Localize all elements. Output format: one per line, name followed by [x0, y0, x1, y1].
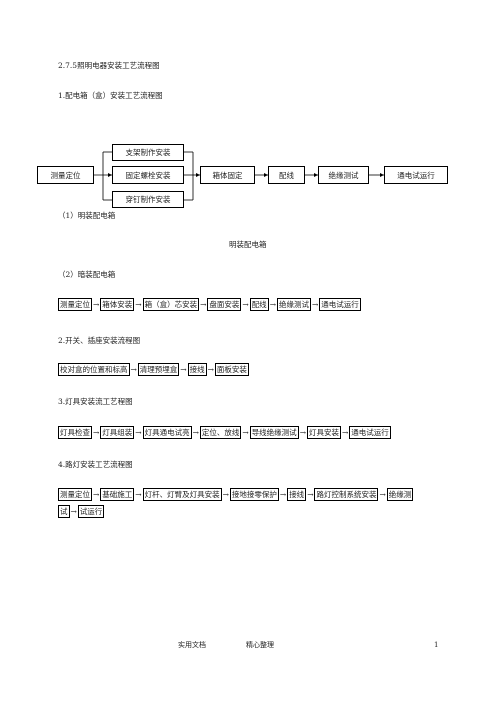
arrow-icon: → [279, 490, 287, 499]
flow-step: 导线绝缘测试 [249, 426, 299, 439]
diagram-node-box-fixing: 箱体固定 [200, 166, 255, 184]
flow-step: 灯具通电试亮 [142, 426, 192, 439]
arrow-icon: → [93, 428, 100, 437]
surface-box-label: （1）明装配电箱 [58, 211, 116, 220]
arrow-icon: → [180, 365, 187, 374]
arrow-icon: → [70, 507, 77, 516]
flow-step: 定位、放线 [199, 426, 242, 439]
diagram-node-insulation-test: 绝缘测试 [318, 166, 369, 184]
footer-left: 实用文档 [178, 641, 206, 649]
arrow-icon: → [93, 490, 100, 499]
flow-step: 配线 [249, 298, 269, 311]
arrow-icon: → [299, 428, 306, 437]
switch-socket-flow: 校对盒的位置和标高→清理预埋盒→接线→面板安装 [58, 363, 249, 376]
subsection-title-switch: 2.开关、插座安装流程图 [58, 336, 141, 345]
flow-step: 试运行 [77, 505, 105, 518]
arrow-icon: → [130, 365, 137, 374]
arrow-icon: → [192, 428, 199, 437]
diagram-node-wiring: 配线 [268, 166, 305, 184]
flow-step: 测量定位 [58, 298, 92, 311]
subsection-title-street-lamp: 4.路灯安装工艺流程图 [58, 460, 133, 469]
flow-step: 测量定位 [58, 488, 92, 501]
arrow-icon: → [242, 300, 249, 309]
arrow-icon: → [200, 300, 207, 309]
flow-step: 箱（盒）芯安装 [142, 298, 200, 311]
arrow-icon: → [341, 428, 349, 437]
flow-step: 绝缘测试 [276, 298, 311, 311]
arrow-icon: → [93, 300, 100, 309]
arrow-icon: → [135, 428, 142, 437]
surface-box-caption: 明装配电箱 [229, 240, 267, 249]
concealed-box-flow: 测量定位→箱体安装→箱（盒）芯安装→盘面安装→配线→绝缘测试→通电试运行 [58, 298, 361, 311]
flow-step: 路灯控制系统安装 [314, 488, 379, 501]
diagram-node-branch-3: 穿钉制作安装 [112, 191, 184, 208]
flow-step: 灯具安装 [306, 426, 341, 439]
flow-step: 校对盒的位置和标高 [58, 363, 130, 376]
diagram-node-start: 测量定位 [37, 166, 94, 184]
flow-step: 灯杆、灯臂及灯具安装 [142, 488, 222, 501]
flow-step: 清理预埋盒 [137, 363, 180, 376]
street-lamp-flow-line-1: 测量定位→基础施工→灯杆、灯臂及灯具安装→接地接零保护→接线→路灯控制系统安装→… [58, 488, 414, 501]
flow-step: 通电试运行 [349, 426, 391, 439]
arrow-icon: → [379, 490, 386, 499]
arrow-icon: → [242, 428, 249, 437]
diagram-node-trial-run: 通电试运行 [384, 166, 448, 184]
concealed-box-label: （2）暗装配电箱 [58, 270, 116, 279]
page-number: 1 [434, 641, 439, 649]
flow-step: 盘面安装 [207, 298, 242, 311]
section-title: 2.7.5照明电器安装工艺流程图 [58, 61, 160, 70]
arrow-icon: → [135, 490, 142, 499]
arrow-icon: → [222, 490, 229, 499]
flow-step: 灯具组装 [100, 426, 135, 439]
diagram-node-branch-1: 支架制作安装 [112, 144, 184, 161]
flow-step: 接线 [287, 488, 307, 501]
diagram-node-branch-2: 固定螺栓安装 [112, 166, 184, 184]
flow-step: 通电试运行 [319, 298, 361, 311]
flow-step: 接地接零保护 [229, 488, 279, 501]
lamp-flow: 灯具检查→灯具组装→灯具通电试亮→定位、放线→导线绝缘测试→灯具安装→通电试运行 [58, 426, 391, 439]
arrow-icon: → [207, 365, 214, 374]
flow-step: 灯具检查 [58, 426, 92, 439]
flow-step: 箱体安装 [100, 298, 135, 311]
subsection-title-lamp: 3.灯具安装流工艺程图 [58, 397, 133, 406]
arrow-icon: → [269, 300, 276, 309]
arrow-icon: → [135, 300, 142, 309]
flow-step: 基础施工 [100, 488, 135, 501]
flow-step: 试 [58, 505, 70, 518]
flow-step: 绝缘测 [386, 488, 414, 501]
arrow-icon: → [307, 490, 314, 499]
flow-step: 面板安装 [214, 363, 249, 376]
subsection-title-distribution-box: 1.配电箱（盒）安装工艺流程图 [58, 91, 163, 100]
footer-middle: 精心整理 [246, 641, 274, 649]
arrow-icon: → [311, 300, 319, 309]
street-lamp-flow-line-2: 试→试运行 [58, 505, 105, 518]
flow-step: 接线 [187, 363, 207, 376]
